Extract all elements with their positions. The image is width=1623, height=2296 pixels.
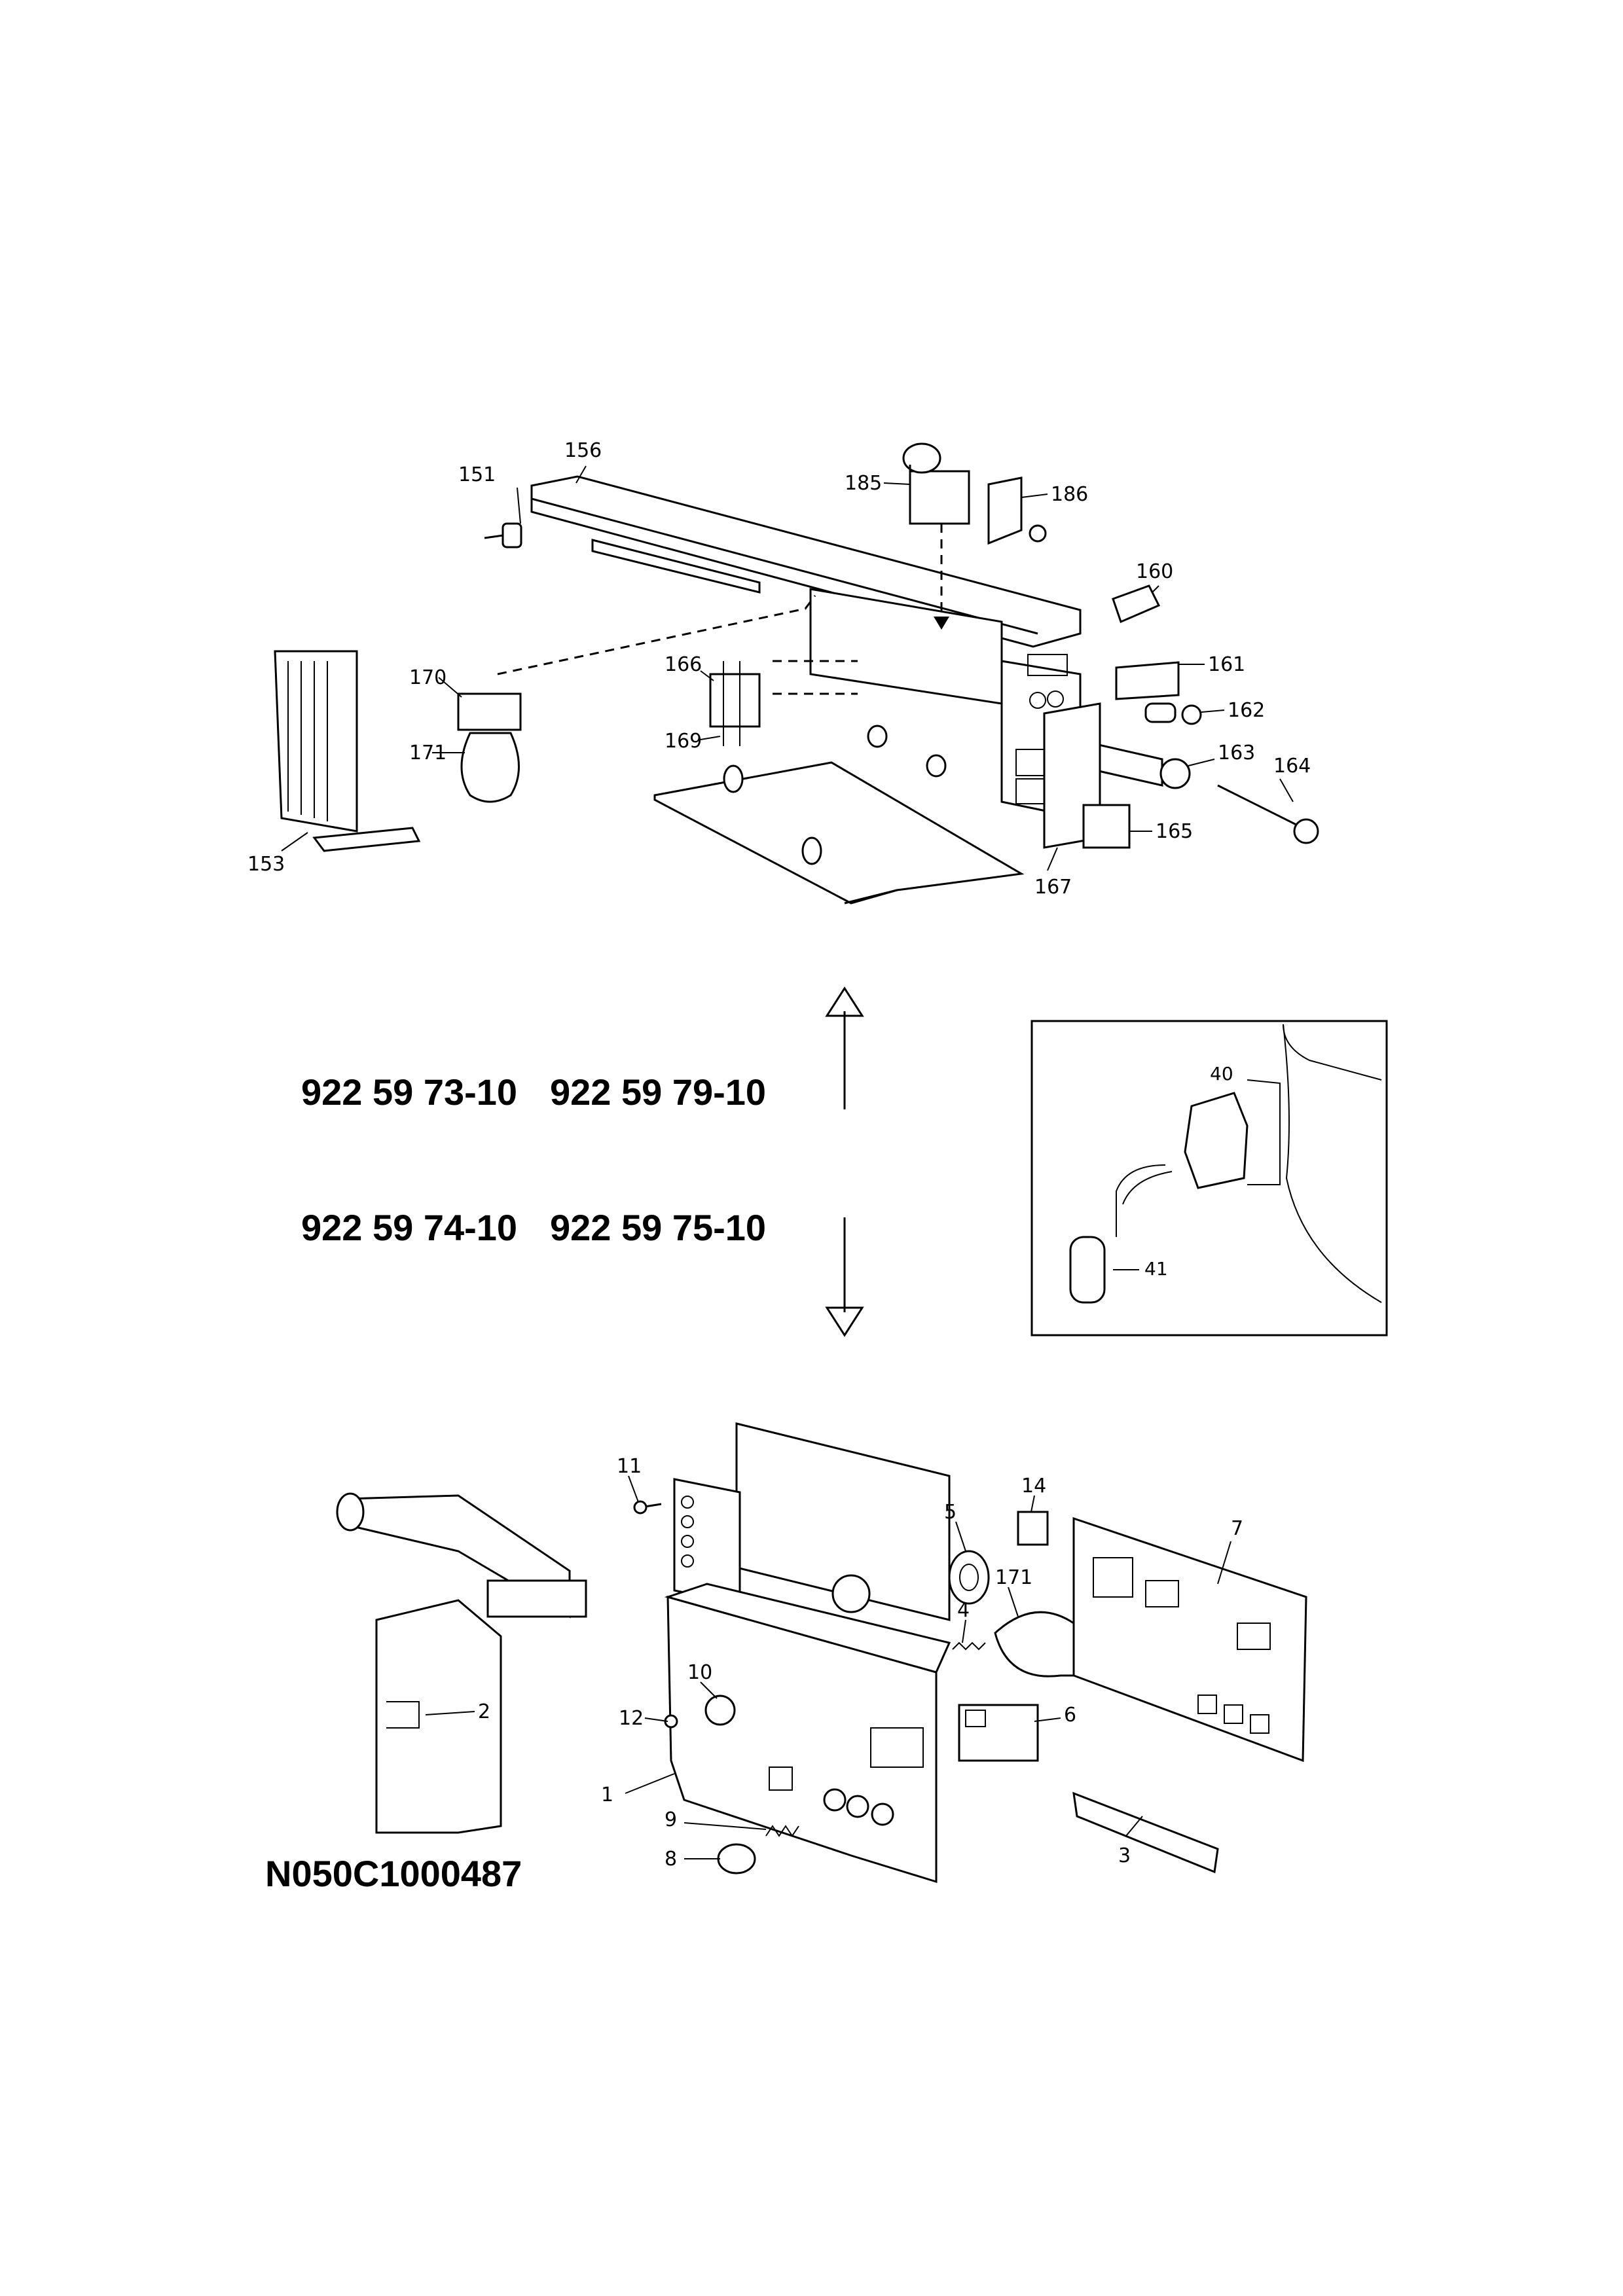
model-numbers-block: 922 59 73-10 922 59 79-10 922 59 74-10 9…: [301, 1071, 766, 1248]
callout-167: 167: [1034, 876, 1072, 899]
model-number-2: 922 59 79-10: [550, 1071, 766, 1113]
callout-12: 12: [619, 1707, 644, 1730]
model-number-4: 922 59 75-10: [550, 1207, 766, 1248]
control-board-part: [1072, 1516, 1307, 1763]
relay-part: [909, 470, 970, 525]
callout-161: 161: [1208, 653, 1245, 676]
motor-protector-part: [1184, 1092, 1249, 1189]
callout-171-bottom: 171: [995, 1566, 1032, 1589]
callout-162: 162: [1228, 699, 1265, 722]
callout-1: 1: [601, 1784, 613, 1806]
callout-169: 169: [665, 730, 702, 753]
rocker-switch-part: [1082, 804, 1131, 849]
callout-165: 165: [1156, 820, 1193, 843]
callout-166: 166: [665, 653, 702, 676]
callout-9: 9: [665, 1808, 677, 1831]
bottom-assembly: 11 14 5 7 4 171 10 2 12 6 1 9 8 3: [336, 1422, 1307, 1884]
top-assembly: 156 151 185 186 160 170 166 161 162 169 …: [247, 439, 1319, 905]
inset-box: 40 41: [1030, 1020, 1388, 1336]
callout-156: 156: [564, 439, 602, 462]
callout-8: 8: [665, 1848, 677, 1871]
callout-160: 160: [1136, 560, 1173, 583]
callout-5: 5: [944, 1501, 957, 1524]
knob-part: [704, 1695, 736, 1726]
callout-10: 10: [687, 1661, 712, 1684]
up-arrow: [825, 986, 864, 1109]
capacitor-part: [1069, 1236, 1106, 1304]
pin-part: [1217, 784, 1304, 829]
relay-bracket-part: [987, 476, 1023, 545]
callout-7: 7: [1231, 1517, 1243, 1540]
model-number-1: 922 59 73-10: [301, 1071, 517, 1113]
callout-170: 170: [409, 666, 447, 689]
callout-185: 185: [845, 472, 882, 495]
callout-14: 14: [1021, 1475, 1046, 1498]
down-arrow: [825, 1217, 864, 1337]
callout-2: 2: [478, 1700, 490, 1723]
key-plate-part: [1072, 1791, 1219, 1874]
fitting-part: [1144, 702, 1176, 723]
callout-186: 186: [1051, 483, 1088, 506]
callout-6: 6: [1064, 1704, 1076, 1727]
light-bar-part: [486, 1579, 587, 1618]
button-part: [717, 1843, 756, 1874]
top-rail-part: [530, 475, 1082, 648]
callout-4: 4: [957, 1599, 970, 1622]
callout-40: 40: [1210, 1063, 1233, 1085]
connector-14-part: [1017, 1511, 1049, 1546]
grommet-part: [948, 1550, 990, 1605]
callout-41: 41: [1144, 1258, 1168, 1280]
callout-3: 3: [1118, 1844, 1131, 1867]
callout-151: 151: [458, 463, 496, 486]
callout-153: 153: [247, 853, 285, 876]
cover-part: [375, 1599, 502, 1834]
clip-part: [501, 522, 522, 548]
callout-163: 163: [1218, 742, 1255, 764]
callout-11: 11: [617, 1455, 642, 1478]
door-part: [274, 650, 358, 833]
document-code: N050C1000487: [265, 1853, 522, 1894]
terminal-bracket-part: [709, 673, 761, 728]
lamp-holder-part: [457, 692, 522, 731]
callout-171-top: 171: [409, 742, 447, 764]
callout-164: 164: [1273, 755, 1311, 778]
switch-part: [1115, 661, 1180, 700]
connector-part: [1112, 584, 1161, 624]
model-number-3: 922 59 74-10: [301, 1207, 517, 1248]
display-panel-part: [958, 1704, 1039, 1762]
base-plate-part: [653, 761, 1025, 905]
lamp-part: [460, 732, 520, 803]
top-rail-lower-strip: [591, 539, 761, 594]
